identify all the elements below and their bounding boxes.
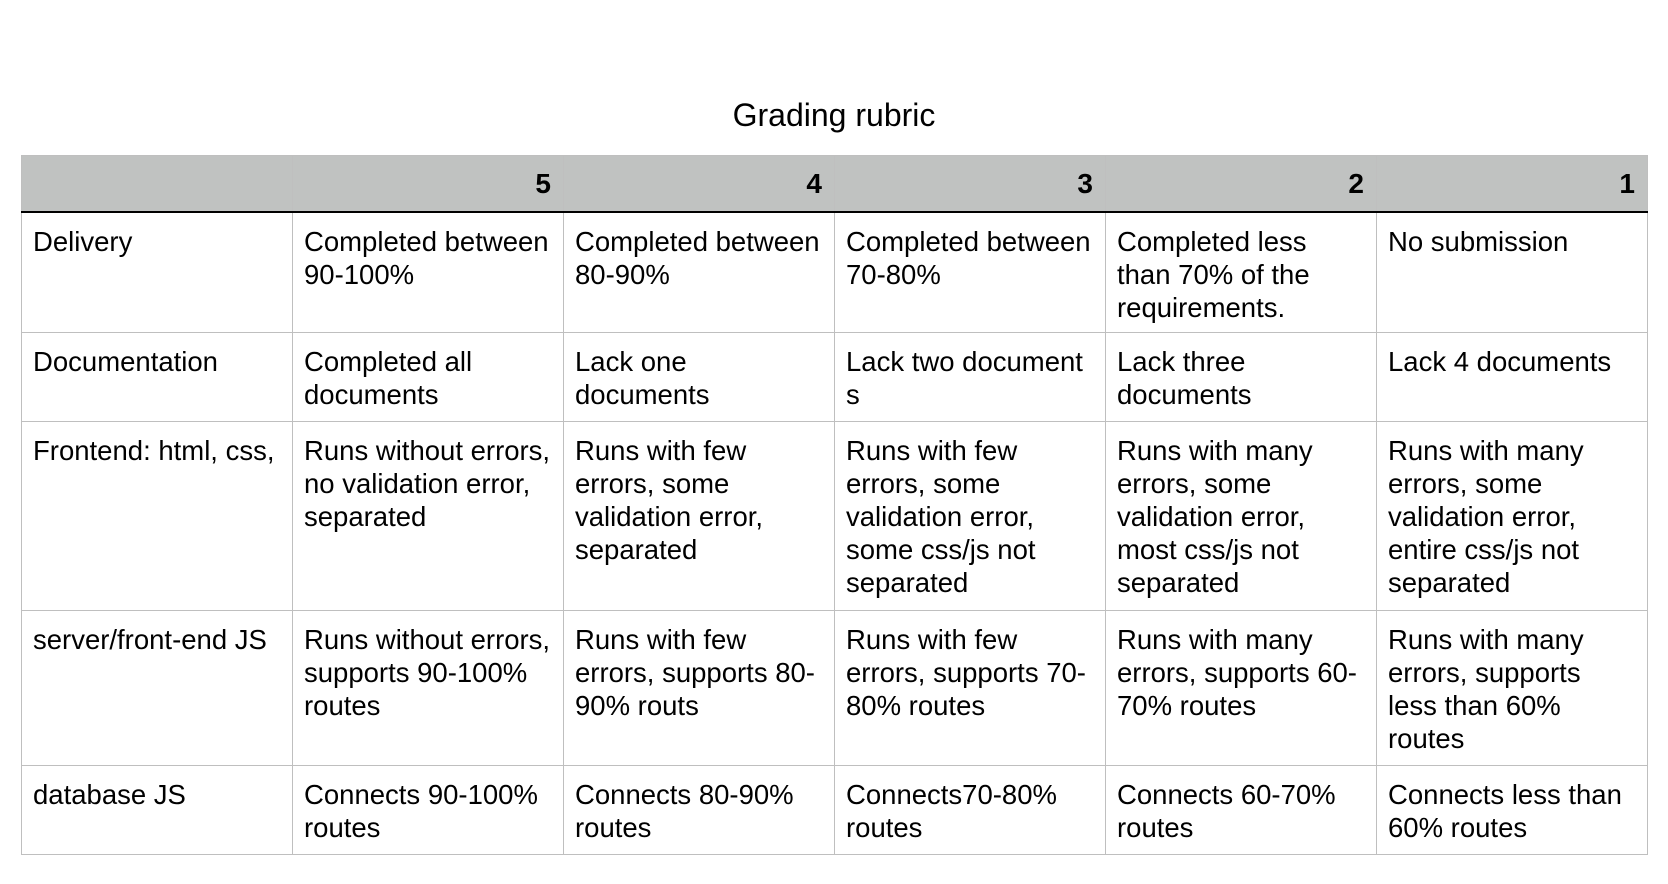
table-cell: Runs with few errors, supports 80-90% ro… [563,609,835,766]
table-cell: Completed between 80-90% [563,211,835,333]
table-row: server/front-end JS Runs without errors,… [21,609,1648,766]
table-cell: Runs with many errors, some validation e… [1376,420,1648,611]
header-cell-score-1: 1 [1376,155,1648,213]
table-cell: No submission [1376,211,1648,333]
table-row: Delivery Completed between 90-100% Compl… [21,211,1648,333]
header-cell-score-4: 4 [563,155,835,213]
criterion-cell: Documentation [21,331,293,422]
table-row: Frontend: html, css, Runs without errors… [21,420,1648,611]
table-cell: Completed less than 70% of the requireme… [1105,211,1377,333]
header-cell-score-5: 5 [292,155,564,213]
table-cell: Runs without errors, no validation error… [292,420,564,611]
criterion-cell: Frontend: html, css, [21,420,293,611]
table-cell: Runs without errors, supports 90-100% ro… [292,609,564,766]
table-cell: Connects less than 60% routes [1376,764,1648,855]
table-cell: Runs with few errors, some validation er… [834,420,1106,611]
header-cell-score-2: 2 [1105,155,1377,213]
table-row: database JS Connects 90-100% routes Conn… [21,764,1648,855]
header-row: 5 4 3 2 1 [21,155,1648,213]
table-cell: Runs with few errors, supports 70-80% ro… [834,609,1106,766]
table-cell: Connects 90-100% routes [292,764,564,855]
header-cell-criteria [21,155,293,213]
table-cell: Completed all documents [292,331,564,422]
criterion-cell: database JS [21,764,293,855]
criterion-cell: Delivery [21,211,293,333]
table-cell: Connects 60-70% routes [1105,764,1377,855]
table-cell: Runs with many errors, supports less tha… [1376,609,1648,766]
header-cell-score-3: 3 [834,155,1106,213]
table-cell: Lack one documents [563,331,835,422]
table-cell: Completed between 70-80% [834,211,1106,333]
table-cell: Completed between 90-100% [292,211,564,333]
table-cell: Runs with few errors, some validation er… [563,420,835,611]
table-row: Documentation Completed all documents La… [21,331,1648,422]
table-cell: Lack 4 documents [1376,331,1648,422]
table-cell: Runs with many errors, supports 60-70% r… [1105,609,1377,766]
table-cell: Lack three documents [1105,331,1377,422]
document-title: Grading rubric [732,97,936,133]
rubric-table: 5 4 3 2 1 Delivery Completed between 90-… [21,155,1648,855]
table-cell: Connects 80-90% routes [563,764,835,855]
table-cell: Runs with many errors, some validation e… [1105,420,1377,611]
criterion-cell: server/front-end JS [21,609,293,766]
table-cell: Lack two document s [834,331,1106,422]
table-cell: Connects70-80% routes [834,764,1106,855]
